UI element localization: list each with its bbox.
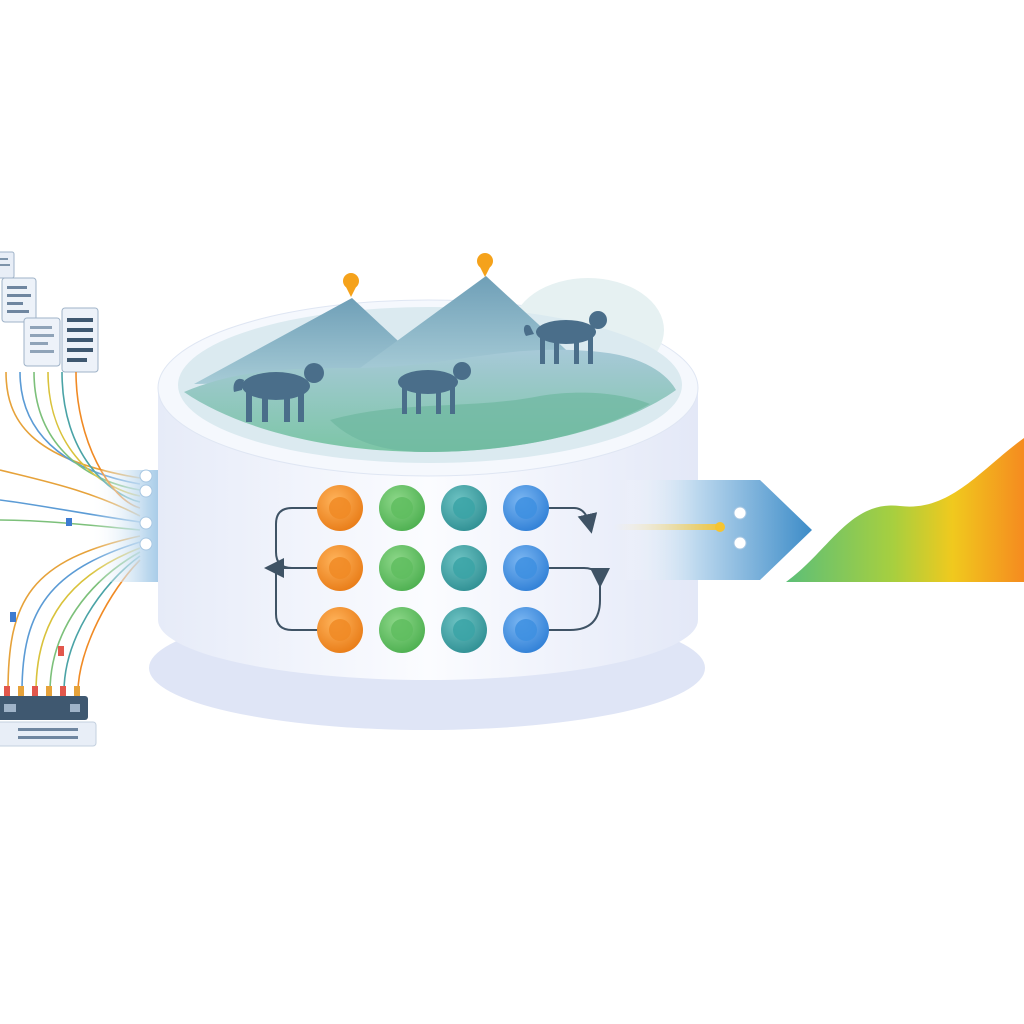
input-port — [139, 469, 153, 483]
node-circle — [379, 485, 425, 531]
node-circle — [317, 607, 363, 653]
landscape-scene — [178, 253, 682, 463]
mountain — [360, 276, 590, 372]
node-circle — [441, 485, 487, 531]
input-port — [139, 516, 153, 530]
node-circle — [503, 607, 549, 653]
node-circle — [379, 545, 425, 591]
document-stack-icon — [61, 307, 99, 373]
output-port — [733, 536, 747, 550]
cable-connectors — [4, 518, 80, 696]
output-port — [733, 506, 747, 520]
document-stack-icon — [23, 317, 61, 367]
output-ports — [733, 506, 747, 550]
network-switch-icon — [0, 696, 97, 747]
location-pin-icon — [343, 273, 359, 297]
output-arrow — [614, 480, 812, 580]
animal-icon — [398, 362, 471, 414]
area-wave-icon — [786, 438, 1024, 582]
node-circle — [317, 485, 363, 531]
node-circle — [503, 545, 549, 591]
node-circle — [317, 545, 363, 591]
node-connectors — [264, 507, 610, 631]
node-circle — [503, 485, 549, 531]
input-port — [139, 484, 153, 498]
document-stack-icon — [0, 251, 15, 279]
input-ports — [139, 469, 153, 551]
input-port — [139, 537, 153, 551]
document-stack-icon — [1, 277, 37, 323]
node-grid — [317, 485, 549, 653]
animal-icon — [233, 363, 324, 422]
node-circle — [441, 607, 487, 653]
source-documents — [0, 251, 99, 373]
node-circle — [441, 545, 487, 591]
node-circle — [379, 607, 425, 653]
location-pin-icon — [477, 253, 493, 277]
animal-icon — [523, 311, 607, 364]
signal-streak — [614, 524, 724, 530]
